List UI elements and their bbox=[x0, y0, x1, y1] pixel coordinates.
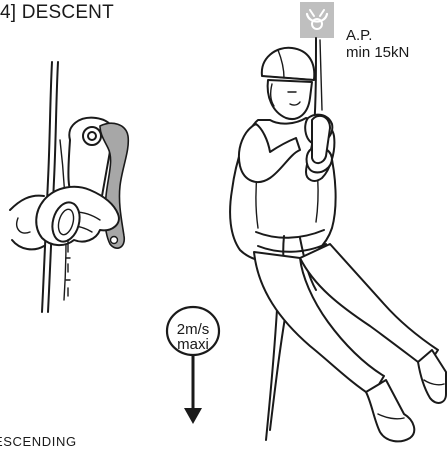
anchor-point-icon bbox=[300, 2, 334, 38]
speed-limit-qualifier: maxi bbox=[165, 337, 221, 352]
anchor-point-label: A.P. min 15kN bbox=[346, 27, 409, 61]
anchor-label-line1: A.P. bbox=[346, 27, 409, 44]
speed-limit-text: 2m/s maxi bbox=[165, 322, 221, 352]
descender-device-icon bbox=[10, 62, 128, 312]
climber-figure bbox=[230, 48, 446, 442]
anchor-label-line2: min 15kN bbox=[346, 44, 409, 61]
down-arrow-icon bbox=[184, 356, 202, 424]
speed-limit-value: 2m/s bbox=[165, 322, 221, 337]
